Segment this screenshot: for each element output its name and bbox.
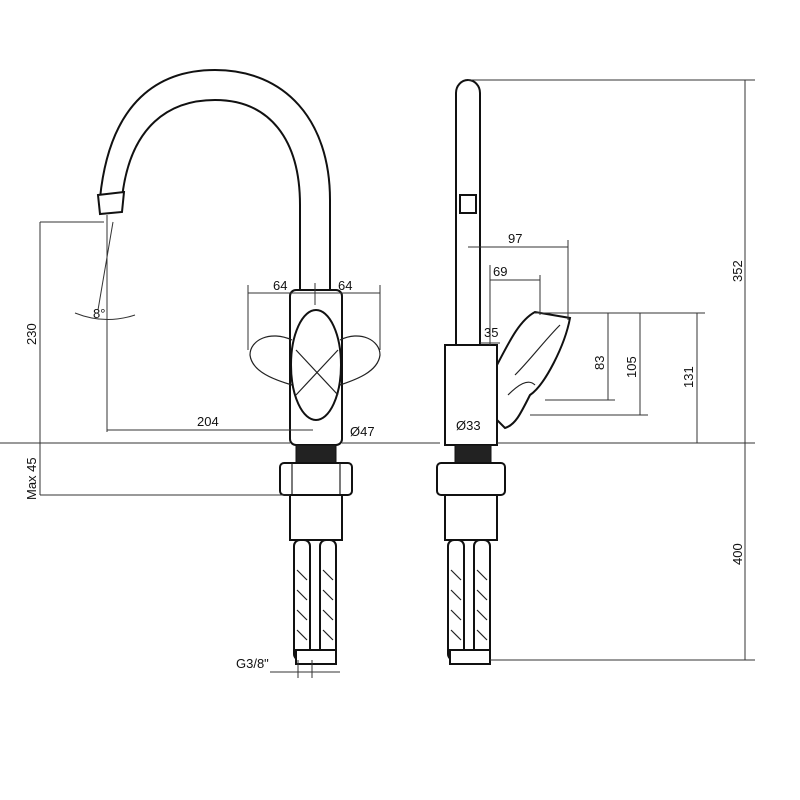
dim-handle-left: 64 <box>273 278 287 293</box>
aerator <box>459 194 477 214</box>
dim-hose-thread: G3/8" <box>236 656 269 671</box>
hose-side-right <box>473 539 491 661</box>
spout-outer <box>99 68 331 290</box>
mounting-nut <box>279 462 353 496</box>
dim-spout-angle: 8° <box>93 306 105 321</box>
connector-side <box>444 494 498 541</box>
threaded-stud-side <box>454 444 492 464</box>
hose-fitting-side <box>449 649 491 665</box>
dim-depth-69: 69 <box>493 264 507 279</box>
connector <box>289 494 343 541</box>
side-view: 352 400 97 69 35 83 105 131 Ø33 <box>436 79 755 665</box>
dim-spout-reach: 204 <box>197 414 219 429</box>
handle-lever <box>496 310 572 430</box>
dim-height-131: 131 <box>681 366 696 388</box>
dim-body-diameter: Ø33 <box>456 418 481 433</box>
dim-handle-right: 64 <box>338 278 352 293</box>
dim-height-105: 105 <box>624 356 639 378</box>
dim-total-height: 352 <box>730 260 745 282</box>
dim-base-diameter: Ø47 <box>350 424 375 439</box>
threaded-stud <box>295 444 337 464</box>
hose-side-left <box>447 539 465 661</box>
spout-inner <box>121 98 301 290</box>
mounting-nut-side <box>436 462 506 496</box>
hose-right <box>319 539 337 661</box>
dim-spout-height: 230 <box>24 323 39 345</box>
handle-front <box>290 309 342 421</box>
dim-max-deck: Max 45 <box>24 457 39 500</box>
front-view: 230 Max 45 204 64 64 8° Ø47 G3/8" <box>0 68 440 678</box>
dim-depth-97: 97 <box>508 231 522 246</box>
hose-fitting <box>295 649 337 665</box>
handle-wing-right <box>339 335 381 386</box>
spout-tip <box>96 190 126 216</box>
dim-hose-length: 400 <box>730 543 745 565</box>
handle-wing-left <box>249 335 293 386</box>
dim-offset-35: 35 <box>484 325 498 340</box>
dim-height-83: 83 <box>592 356 607 370</box>
hose-left <box>293 539 311 661</box>
